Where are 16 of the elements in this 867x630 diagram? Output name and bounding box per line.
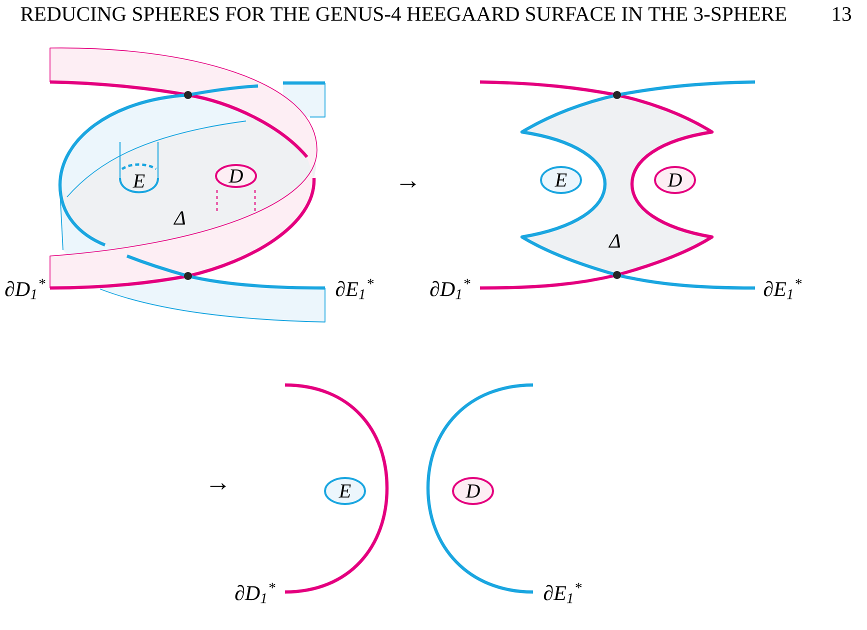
oval: D [654,166,696,194]
oval: D [215,164,257,188]
tube: E [119,142,159,194]
arrow-symbol: → [400,181,416,188]
running-head: REDUCING SPHERES FOR THE GENUS-4 HEEGAARD SURFACE IN THE 3-SPHERE [20,7,786,21]
oval: D [452,477,494,505]
page-number: 13 [833,7,851,21]
curve-label: ∂D$_{1}$* [430,278,470,300]
oval: E [540,166,582,194]
oval: E [324,477,366,505]
curve-label: ∂E$_{1}$* [544,582,582,604]
curve-label: ∂E$_{1}$* [764,278,802,300]
curve-label: ∂D$_{1}$* [5,278,46,300]
curve-label: ∂D$_{1}$* [235,582,276,604]
curve-label: ∂E$_{1}$* [336,278,374,300]
arrow-symbol: → [210,483,226,490]
